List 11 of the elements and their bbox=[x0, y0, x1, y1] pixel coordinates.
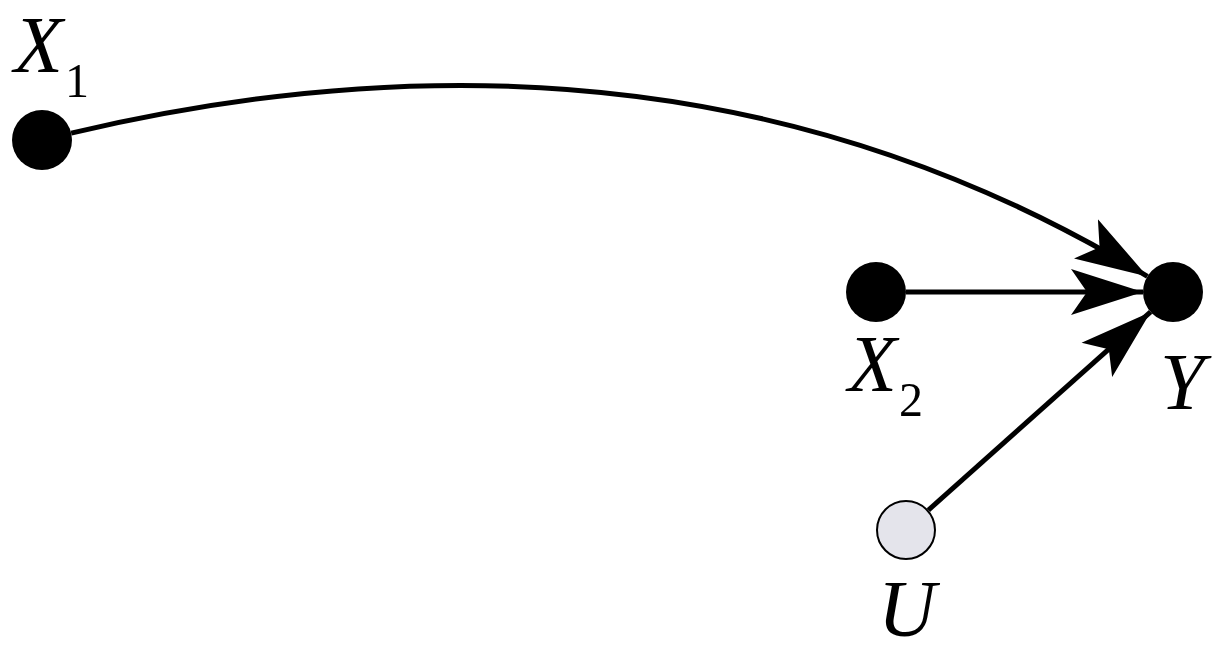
variable-label: U bbox=[866, 569, 948, 653]
variable-node bbox=[1143, 262, 1203, 322]
variable-node bbox=[846, 262, 906, 322]
variable-label: X$_{1}$ bbox=[2, 5, 101, 109]
arrow bbox=[70, 83, 1149, 279]
arrow bbox=[906, 269, 1143, 315]
variable-node bbox=[876, 500, 936, 560]
variable-label: Y bbox=[1148, 342, 1217, 426]
arrow bbox=[926, 310, 1153, 512]
variable-label: X$_{2}$ bbox=[836, 324, 935, 428]
variable-node bbox=[12, 110, 72, 170]
